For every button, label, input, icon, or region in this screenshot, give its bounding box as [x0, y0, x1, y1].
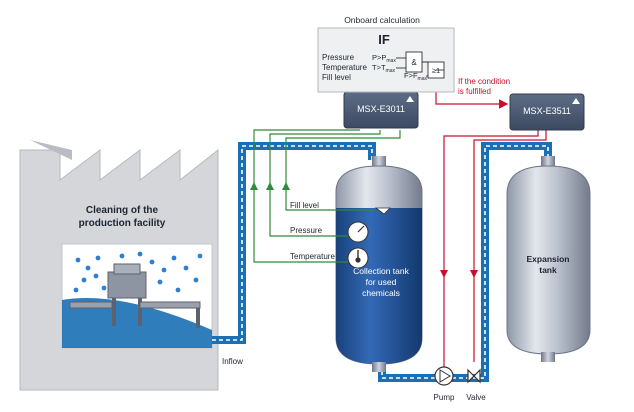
spray-drops-icon	[73, 251, 203, 293]
sensor-label-fill: Fill level	[290, 201, 319, 210]
calc-row-temperature: Temperature	[322, 63, 367, 72]
and-gate-label: &	[411, 58, 417, 67]
onboard-calculation-panel: Onboard calculation IF Pressure Temperat…	[317, 15, 455, 93]
cond-t-sub: max	[386, 68, 396, 74]
control-arrows	[440, 270, 478, 278]
thermometer-icon	[347, 247, 369, 269]
condition-note-line2: is fulfilled	[458, 87, 491, 96]
machine-icon	[69, 263, 201, 328]
condition-note-line1: If the condition	[458, 77, 510, 86]
cond-p-sub: max	[386, 58, 396, 64]
valve-label: Valve	[466, 393, 486, 402]
expansion-tank-line1: Expansion	[527, 254, 570, 264]
cond-p: P>P	[372, 53, 386, 62]
collection-tank-line2: for used	[366, 277, 397, 287]
factory-title-line1: Cleaning of the	[86, 205, 159, 216]
module-left-label: MSX-E3011	[357, 104, 405, 114]
sensor-signal-lines	[253, 129, 401, 263]
calc-if-label: IF	[378, 32, 390, 47]
pump-icon	[434, 366, 454, 386]
pressure-gauge-icon	[347, 221, 369, 243]
pump-label: Pump	[434, 393, 455, 402]
valve-icon	[467, 368, 481, 384]
calc-row-pressure: Pressure	[322, 53, 355, 62]
factory-title-line2: production facility	[79, 218, 166, 229]
expansion-tank: Expansion tank	[506, 156, 591, 362]
fill-level-sensor-icon	[374, 207, 391, 215]
calc-row-fill: Fill level	[322, 73, 351, 82]
svg-text:P>Pmax: P>Pmax	[372, 53, 396, 64]
or-gate-label: ≥1	[432, 66, 440, 75]
cond-t: T>T	[372, 63, 386, 72]
module-msx-e3011: MSX-E3011	[343, 91, 419, 129]
collection-tank-line1: Collection tank	[353, 266, 410, 276]
module-msx-e3511: MSX-E3511	[509, 93, 585, 131]
cond-f: F>F	[404, 71, 418, 80]
sensor-label-temperature: Temperature	[290, 252, 335, 261]
cond-f-sub: max	[418, 76, 428, 82]
svg-text:T>Tmax: T>Tmax	[372, 63, 395, 74]
collection-tank: Collection tank for used chemicals	[335, 156, 423, 372]
inflow-label: Inflow	[222, 357, 243, 366]
calc-title: Onboard calculation	[344, 15, 420, 25]
svg-text:F>Fmax: F>Fmax	[404, 71, 427, 82]
module-right-label: MSX-E3511	[523, 106, 571, 116]
signal-arrows	[250, 182, 290, 190]
collection-tank-line3: chemicals	[362, 288, 400, 298]
sensor-label-pressure: Pressure	[290, 226, 323, 235]
expansion-tank-line2: tank	[539, 265, 557, 275]
factory: Cleaning of the production facility	[19, 140, 219, 391]
